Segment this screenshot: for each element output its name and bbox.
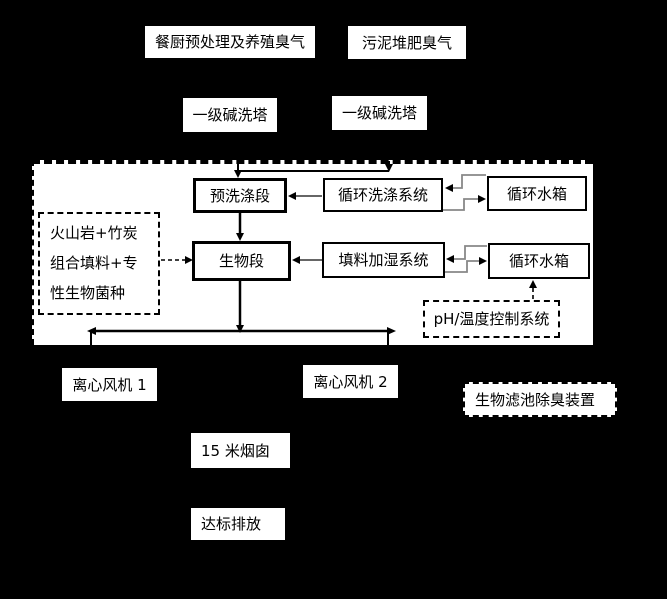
node-bio-section: 生物段 [192,241,291,281]
node-packing-humidify-system: 填料加湿系统 [322,242,445,278]
node-biofilter-device: 生物滤池除臭装置 [463,382,617,417]
node-circulating-wash-system: 循环洗涤系统 [323,178,443,212]
node-fan-2: 离心风机 2 [303,365,398,398]
node-alkali-tower-2: 一级碱洗塔 [332,96,427,130]
node-ph-temp-control: pH/温度控制系统 [423,300,560,338]
node-circulating-tank-bottom: 循环水箱 [488,243,590,279]
node-circulating-tank-top: 循环水箱 [487,176,587,211]
node-stack: 15 米烟囱 [191,433,290,468]
node-media-note: 火山岩+竹炭组合填料+专性生物菌种 [38,212,160,315]
node-sludge-odor: 污泥堆肥臭气 [348,26,466,59]
node-discharge: 达标排放 [191,508,285,540]
node-alkali-tower-1: 一级碱洗塔 [183,98,277,132]
node-kitchen-odor: 餐厨预处理及养殖臭气 [145,26,315,58]
node-fan-1: 离心风机 1 [62,368,157,401]
node-prewash-section: 预洗涤段 [193,178,287,213]
